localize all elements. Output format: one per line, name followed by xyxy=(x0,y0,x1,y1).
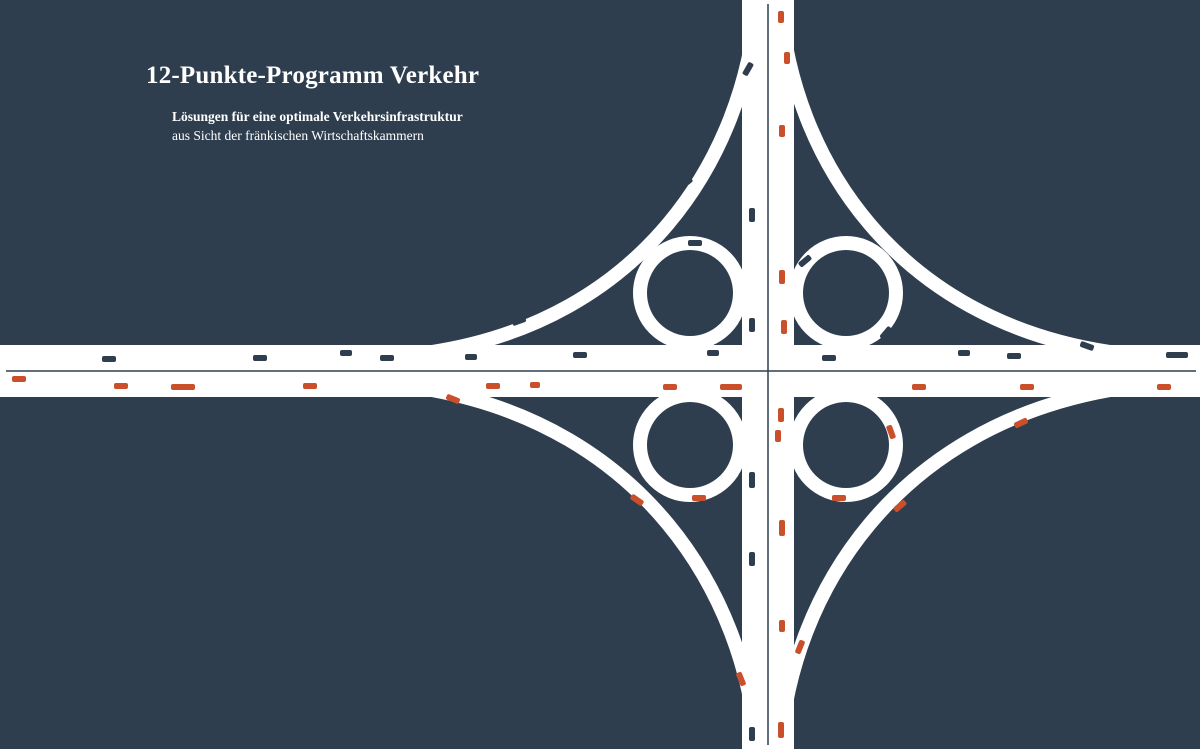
ramp-south-west xyxy=(430,383,764,749)
vehicle-orange xyxy=(663,384,677,390)
vehicle-dark xyxy=(340,350,352,356)
vehicle-orange xyxy=(303,383,317,389)
vehicle-orange xyxy=(781,320,787,334)
loop-north-east xyxy=(789,236,903,350)
ramp-south-east xyxy=(773,383,1112,749)
vehicle-dark xyxy=(688,240,702,246)
vehicle-dark xyxy=(1007,353,1021,359)
vehicle-orange xyxy=(778,722,784,738)
vehicle-orange xyxy=(1157,384,1171,390)
vehicle-dark xyxy=(679,177,693,189)
vehicle-orange xyxy=(778,408,784,422)
vehicle-orange xyxy=(692,495,706,501)
vehicle-orange xyxy=(832,495,846,501)
vehicle-orange xyxy=(720,384,742,390)
ramp-north-east xyxy=(773,0,1112,359)
vehicle-dark xyxy=(742,62,754,76)
vehicle-dark xyxy=(1079,341,1095,351)
vehicle-dark xyxy=(749,208,755,222)
vehicle-orange xyxy=(486,383,500,389)
vehicle-orange xyxy=(775,430,781,442)
vehicle-orange xyxy=(1014,417,1028,429)
vehicle-orange xyxy=(114,383,128,389)
vehicle-orange xyxy=(630,494,644,506)
loop-south-east xyxy=(789,388,903,502)
vehicle-orange xyxy=(893,500,907,512)
vehicle-orange xyxy=(736,671,746,687)
vehicle-dark xyxy=(749,727,755,741)
vehicle-dark xyxy=(798,255,812,267)
page-title: 12-Punkte-Programm Verkehr xyxy=(146,62,480,89)
vehicle-dark xyxy=(1166,352,1188,358)
loop-north-west xyxy=(633,236,747,350)
vehicle-orange xyxy=(795,639,805,655)
vehicle-dark xyxy=(749,318,755,332)
vehicle-dark xyxy=(253,355,267,361)
page-subtitle-line-2: aus Sicht der fränkischen Wirtschaftskam… xyxy=(172,128,424,143)
vehicle-dark xyxy=(749,472,755,488)
vehicle-orange xyxy=(778,11,784,23)
vehicle-orange xyxy=(779,620,785,632)
vehicle-dark xyxy=(876,210,890,222)
vehicle-orange xyxy=(779,270,785,284)
vehicle-dark xyxy=(380,355,394,361)
vehicle-dark xyxy=(749,552,755,566)
vehicle-orange xyxy=(12,376,26,382)
vehicle-dark xyxy=(573,352,587,358)
vehicle-orange xyxy=(886,424,896,440)
vehicle-orange xyxy=(530,382,540,388)
vehicle-dark xyxy=(511,316,527,326)
vehicle-dark xyxy=(707,350,719,356)
vehicle-orange xyxy=(779,125,785,137)
vehicle-orange xyxy=(784,52,790,64)
vehicle-orange xyxy=(779,520,785,536)
vehicle-dark xyxy=(465,354,477,360)
vehicle-dark xyxy=(958,350,970,356)
vehicle-orange xyxy=(171,384,195,390)
vehicle-orange xyxy=(1020,384,1034,390)
vehicle-orange xyxy=(445,394,461,404)
ramp-north-west xyxy=(430,0,764,359)
loop-south-west xyxy=(633,388,747,502)
vehicle-dark xyxy=(102,356,116,362)
vehicles xyxy=(12,11,1188,741)
vehicle-dark xyxy=(880,326,892,340)
vehicle-orange xyxy=(912,384,926,390)
vehicle-dark xyxy=(822,355,836,361)
page-subtitle: Lösungen für eine optimale Verkehrsinfra… xyxy=(172,109,463,124)
